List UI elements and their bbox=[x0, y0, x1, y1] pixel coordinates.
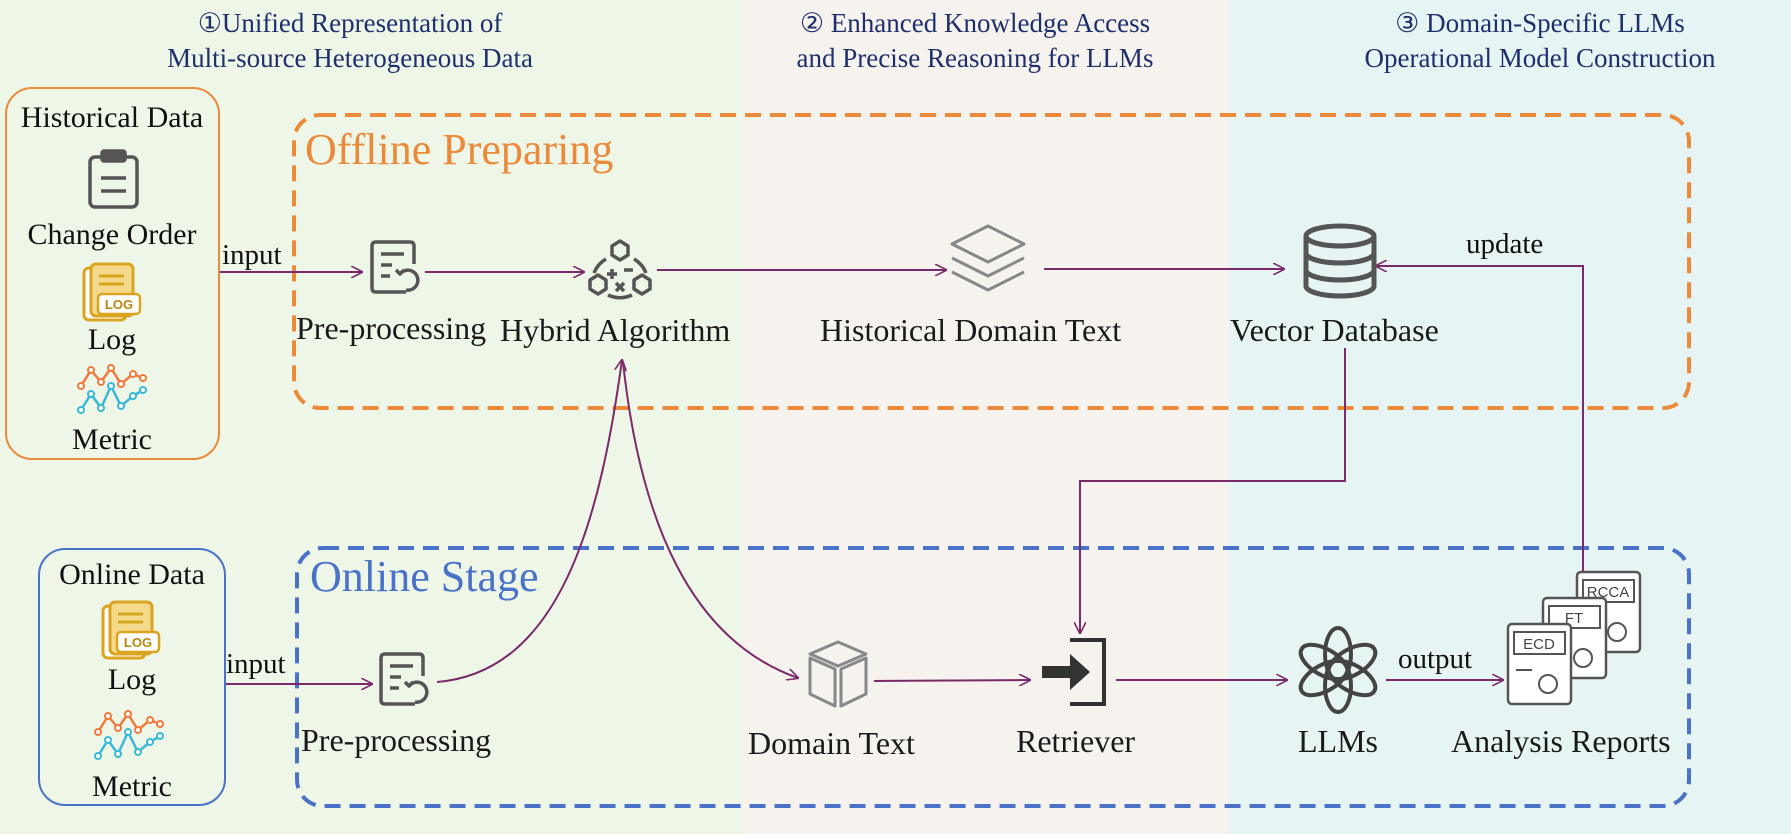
report-label-ft: FT bbox=[1565, 610, 1583, 627]
historical-data-box bbox=[5, 87, 220, 460]
header-1-line-2: Multi-source Heterogeneous Data bbox=[167, 43, 533, 73]
online-stage-box bbox=[295, 546, 1691, 808]
node-label-historical-domain-text: Historical Domain Text bbox=[820, 312, 1122, 348]
node-label-preprocessing-offline: Pre-processing bbox=[296, 310, 487, 346]
preprocessing-icon-offline bbox=[370, 240, 420, 294]
header-llm-operational: ③ Domain-Specific LLMs Operational Model… bbox=[1300, 6, 1780, 76]
node-label-preprocessing-online: Pre-processing bbox=[301, 722, 492, 758]
source-change-order-label: Change Order bbox=[27, 218, 197, 251]
arrow-reports-update-vector-db bbox=[1376, 266, 1584, 573]
database-icon bbox=[1303, 223, 1377, 299]
arrow-online-preprocess-to-hybrid bbox=[436, 360, 622, 683]
header-2-line-2: and Precise Reasoning for LLMs bbox=[796, 43, 1154, 73]
edge-label-output: output bbox=[1398, 643, 1473, 675]
source-metric-label: Metric bbox=[72, 423, 152, 456]
source-log-label: Log bbox=[87, 323, 137, 356]
node-label-hybrid-algorithm: Hybrid Algorithm bbox=[500, 312, 731, 348]
offline-stage-box bbox=[292, 113, 1691, 410]
analysis-reports-icon: RCCA FT ECD bbox=[1506, 570, 1642, 706]
online-data-box bbox=[38, 548, 226, 806]
node-label-domain-text: Domain Text bbox=[748, 725, 915, 761]
online-stage-title: Online Stage bbox=[310, 552, 539, 601]
header-1-line-1: ①Unified Representation of bbox=[197, 8, 503, 38]
header-2-line-1: ② Enhanced Knowledge Access bbox=[799, 8, 1151, 38]
online-data-title: Online Data bbox=[59, 558, 205, 591]
online-source-metric-label: Metric bbox=[92, 770, 172, 803]
online-source-log-label: Log bbox=[107, 663, 157, 696]
node-label-retriever: Retriever bbox=[1016, 723, 1136, 759]
edge-label-input-offline: input bbox=[222, 239, 282, 271]
log-icon-text: LOG bbox=[105, 297, 133, 312]
header-3-line-1: ③ Domain-Specific LLMs bbox=[1395, 8, 1685, 38]
arrow-domain-text-to-retriever bbox=[873, 680, 1030, 681]
zone-unified-representation bbox=[0, 0, 742, 834]
node-label-vector-database: Vector Database bbox=[1230, 312, 1439, 348]
report-label-ecd: ECD bbox=[1523, 636, 1555, 653]
header-3-line-2: Operational Model Construction bbox=[1364, 43, 1716, 73]
cube-icon bbox=[808, 640, 868, 708]
metric-icon-historical bbox=[77, 364, 147, 414]
log-icon-online: LOG bbox=[101, 600, 161, 660]
llm-knot-icon bbox=[1298, 626, 1378, 714]
header-unified-representation: ①Unified Representation of Multi-source … bbox=[120, 6, 580, 76]
arrow-vector-db-to-retriever bbox=[1080, 348, 1346, 633]
offline-stage-title: Offline Preparing bbox=[305, 125, 614, 174]
hybrid-algorithm-icon bbox=[588, 239, 652, 300]
header-knowledge-access: ② Enhanced Knowledge Access and Precise … bbox=[745, 6, 1205, 76]
edge-label-update: update bbox=[1466, 228, 1544, 260]
node-label-llms: LLMs bbox=[1298, 723, 1378, 759]
clipboard-icon bbox=[88, 149, 139, 209]
log-icon-text: LOG bbox=[124, 635, 152, 650]
metric-icon-online bbox=[94, 710, 164, 760]
layers-icon bbox=[950, 224, 1026, 292]
zone-knowledge-access bbox=[742, 0, 1229, 834]
historical-data-title: Historical Data bbox=[20, 101, 204, 134]
preprocessing-icon-online bbox=[379, 652, 429, 706]
log-icon-historical: LOG bbox=[82, 262, 142, 322]
retriever-icon bbox=[1042, 638, 1106, 706]
arrow-hybrid-to-domain-text bbox=[622, 361, 798, 678]
node-label-analysis-reports: Analysis Reports bbox=[1451, 723, 1671, 759]
edge-label-input-online: input bbox=[226, 648, 286, 680]
